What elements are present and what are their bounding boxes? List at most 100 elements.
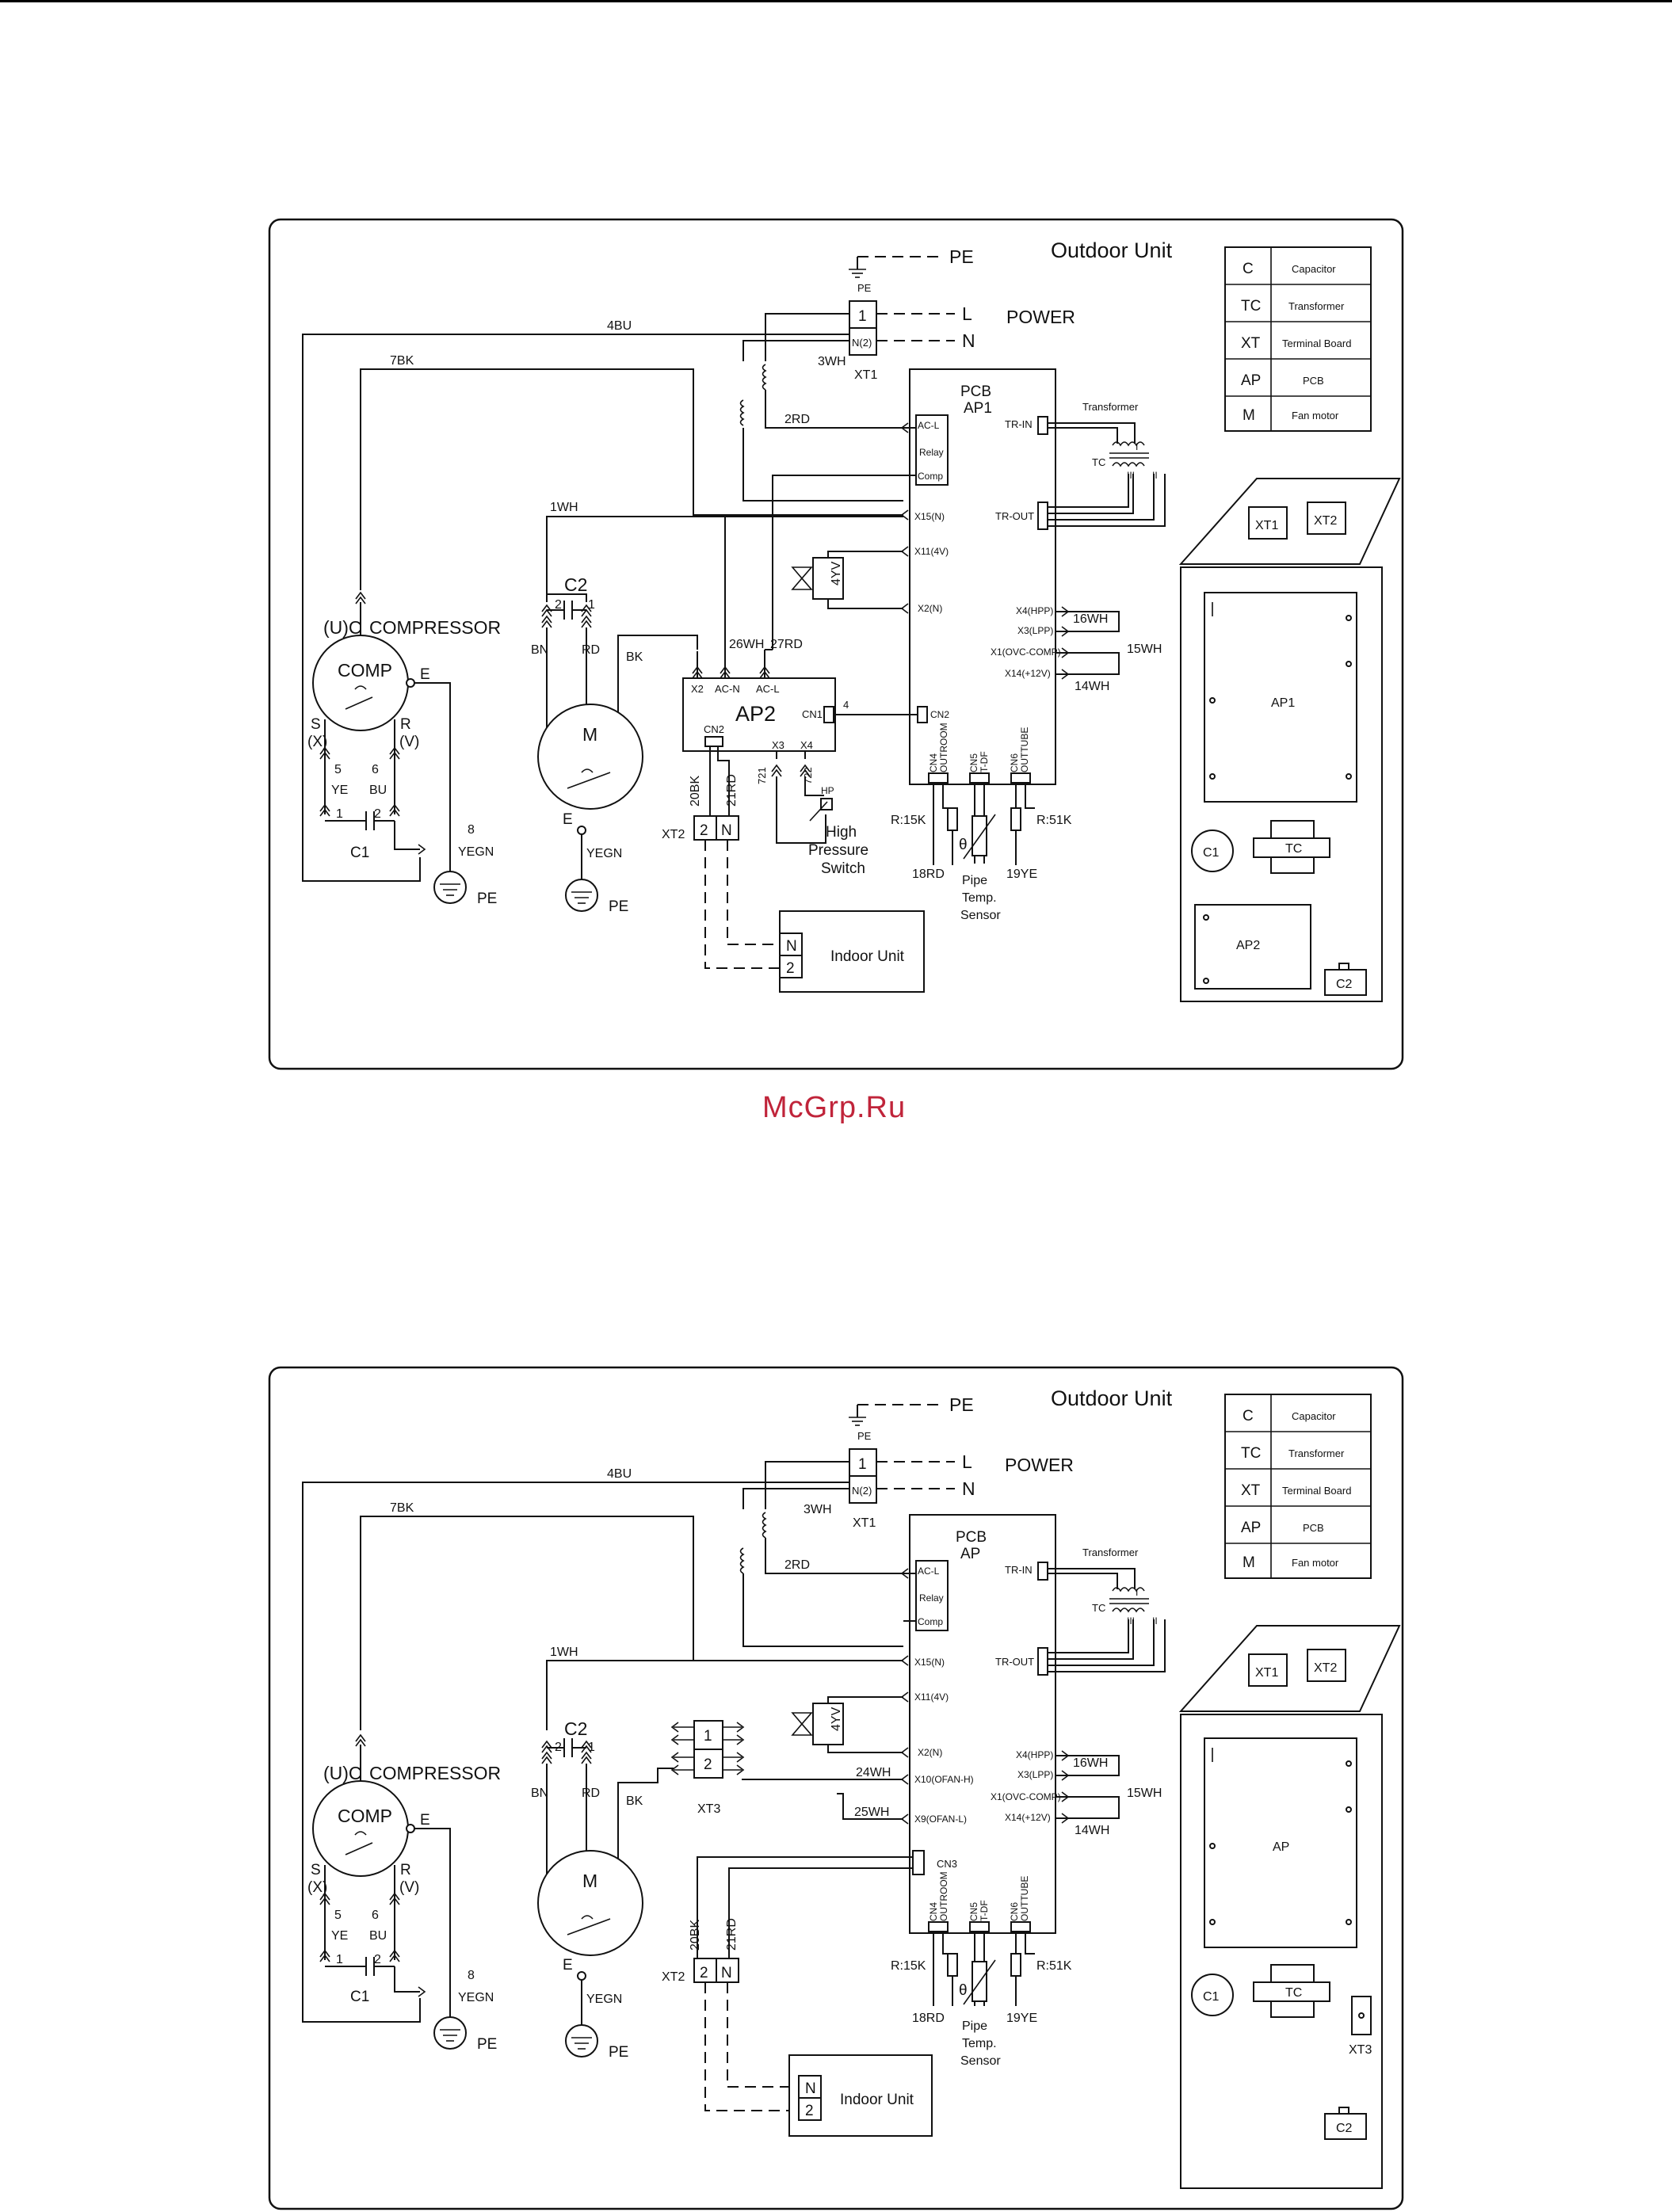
tr-in-connector [1037,416,1048,435]
svg-text:TC: TC [1241,298,1261,315]
svg-text:X2(N): X2(N) [918,603,942,614]
svg-text:XT1: XT1 [853,1516,876,1530]
svg-text:X1(OVC-COMP): X1(OVC-COMP) [991,646,1061,658]
svg-text:AC-L: AC-L [756,683,780,695]
xt3-terminal-2 [693,1749,723,1779]
svg-text:1: 1 [588,598,595,612]
svg-text:16WH: 16WH [1073,1756,1108,1770]
svg-text:Capacitor: Capacitor [1292,263,1336,275]
fan-motor [537,1850,643,1956]
svg-text:OUTROOM: OUTROOM [938,723,949,772]
svg-text:AP: AP [1241,372,1261,389]
svg-text:26WH: 26WH [729,638,764,651]
svg-text:4YV: 4YV [830,1707,843,1731]
svg-text:XT1: XT1 [854,368,877,382]
svg-text:OUTROOM: OUTROOM [938,1871,949,1921]
svg-text:X4(HPP): X4(HPP) [1016,1749,1053,1760]
svg-text:R: R [400,1862,411,1878]
svg-text:PE: PE [609,898,628,915]
svg-text:X15(N): X15(N) [914,1657,945,1668]
svg-text:5: 5 [334,1909,342,1922]
pe-small-label: PE [857,282,872,294]
svg-text:XT1: XT1 [1255,1666,1278,1680]
svg-text:CN4: CN4 [928,1902,939,1921]
svg-text:High: High [826,824,857,841]
svg-text:Comp: Comp [918,1616,943,1627]
svg-text:R:51K: R:51K [1036,1959,1072,1973]
svg-text:PE: PE [609,2044,628,2061]
legend-table [1224,246,1372,432]
svg-text:E: E [420,666,430,683]
svg-text:2: 2 [555,598,562,612]
legend-table [1224,1394,1372,1579]
svg-text:16WH: 16WH [1073,612,1108,626]
svg-text:20BK: 20BK [689,1920,702,1951]
diagram-frame [268,218,1404,1070]
svg-text:RD: RD [582,643,600,657]
svg-text:14WH: 14WH [1075,680,1109,693]
svg-text:C1: C1 [350,845,369,861]
svg-text:X14(+12V): X14(+12V) [1005,668,1051,679]
svg-text:X1(OVC-COMP): X1(OVC-COMP) [991,1791,1061,1802]
svg-text:I: I [1136,1587,1138,1598]
svg-text:27RD: 27RD [770,638,803,651]
diagram-title: Outdoor Unit [1051,238,1173,262]
svg-text:R:15K: R:15K [891,814,926,827]
svg-text:2: 2 [786,960,795,977]
svg-text:XT3: XT3 [1349,2043,1372,2057]
svg-text:PE: PE [949,1394,974,1415]
relay-box [915,414,949,486]
svg-text:TR-IN: TR-IN [1005,418,1033,430]
svg-text:CN6: CN6 [1009,1902,1020,1921]
top-rule [0,0,1672,2]
power-label: POWER [1006,307,1075,327]
four-way-valve-coil [812,557,844,600]
svg-text:YEGN: YEGN [586,847,622,860]
svg-text:PCB: PCB [1303,375,1324,387]
svg-text:C2: C2 [564,574,587,595]
svg-text:Sensor: Sensor [960,909,1001,922]
svg-text:XT2: XT2 [1314,1661,1337,1675]
xt2-terminal-2 [693,1958,717,1983]
svg-text:C2: C2 [564,1718,587,1739]
fan-motor [537,704,643,810]
svg-text:Terminal Board: Terminal Board [1282,1485,1351,1497]
svg-text:PE: PE [477,891,497,907]
layout-top-panel [1178,1625,1401,1712]
watermark: McGrp.Ru [762,1091,906,1124]
svg-text:Sensor: Sensor [960,2054,1001,2068]
svg-text:X9(OFAN-L): X9(OFAN-L) [914,1813,967,1825]
svg-text:5: 5 [334,763,342,776]
svg-text:BU: BU [369,784,387,797]
pe-label: PE [949,246,974,267]
svg-text:XT: XT [1241,1482,1261,1499]
svg-text:Pipe: Pipe [962,2019,987,2033]
layout-top-panel [1178,478,1401,565]
svg-text:(V): (V) [399,734,419,750]
svg-text:2RD: 2RD [784,1558,810,1572]
diagram-frame [268,1366,1404,2210]
svg-text:R:15K: R:15K [891,1959,926,1973]
svg-text:1: 1 [858,1456,867,1473]
svg-text:AP2: AP2 [1236,939,1260,952]
svg-text:AC-L: AC-L [918,420,940,431]
svg-text:19YE: 19YE [1006,868,1037,881]
svg-text:CN6: CN6 [1009,753,1020,772]
svg-text:RD: RD [582,1787,600,1800]
svg-text:III: III [1127,1615,1135,1627]
svg-text:YE: YE [331,1929,348,1943]
svg-text:BK: BK [626,650,643,664]
svg-text:PCB: PCB [956,1529,987,1546]
svg-text:1: 1 [336,807,343,821]
diagram-title: Outdoor Unit [1051,1386,1173,1410]
svg-text:COMP: COMP [338,660,392,681]
svg-text:(X): (X) [307,1879,327,1896]
svg-text:2RD: 2RD [784,413,810,426]
svg-text:Transformer: Transformer [1288,300,1345,312]
svg-text:II: II [1152,470,1158,481]
layout-ap1 [1204,592,1357,803]
svg-text:18RD: 18RD [912,2012,945,2025]
svg-text:BK: BK [626,1794,643,1808]
svg-text:AP2: AP2 [735,702,776,726]
svg-text:X14(+12V): X14(+12V) [1005,1812,1051,1823]
